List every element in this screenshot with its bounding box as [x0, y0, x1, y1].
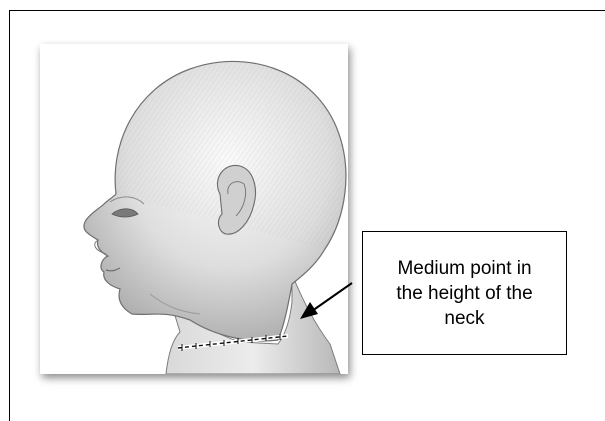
callout-text: Medium point in the height of the neck — [380, 256, 548, 331]
callout-box: Medium point in the height of the neck — [362, 231, 567, 355]
